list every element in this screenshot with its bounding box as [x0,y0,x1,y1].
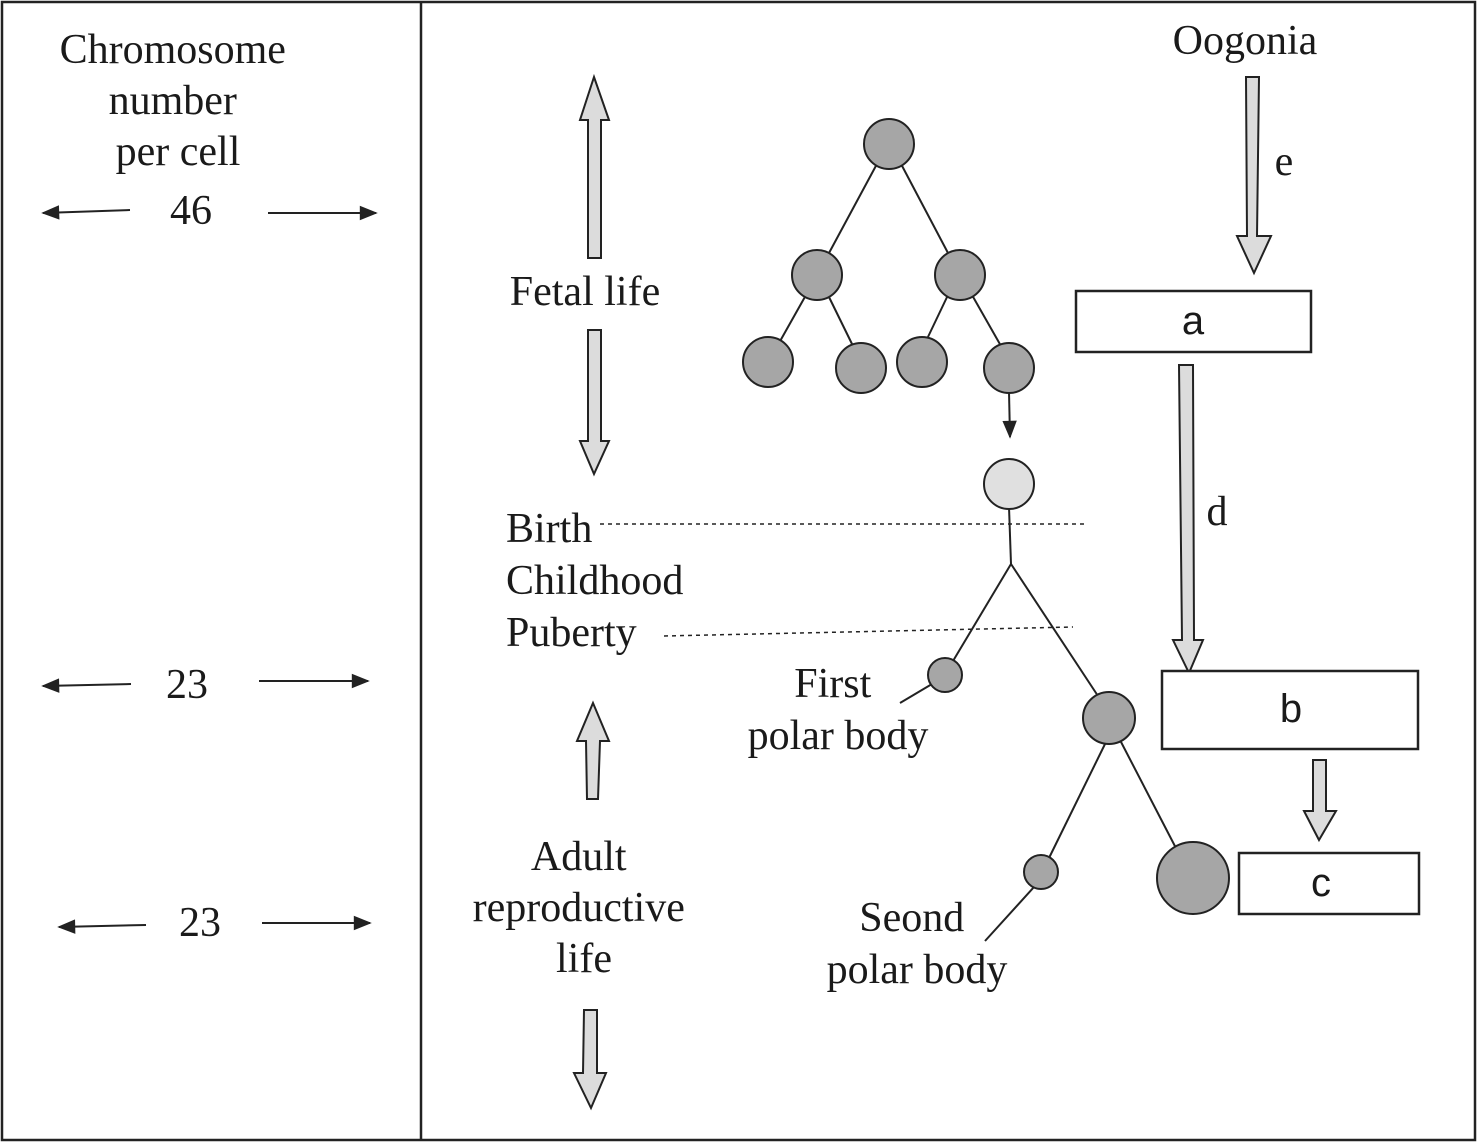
oogonia-label: Oogonia [1173,18,1318,64]
arrow-e [1235,76,1273,276]
arrow-d-label: d [1207,489,1228,535]
arrow-23b-left [57,919,147,934]
box-c-label: c [1311,861,1331,905]
adult-life-label: Adult reproductive life [473,834,696,982]
oogonium-cell-3d [983,342,1035,394]
arrow-e-label: e [1275,139,1294,185]
box-a-label: a [1182,299,1205,343]
chrom-23b-label: 23 [179,900,221,946]
chromosome-header-line-2: number [109,78,237,124]
first-polar-body-cell [927,657,963,693]
primary-oocyte-cell [983,458,1035,510]
oogonium-cell-2b [934,249,986,301]
childhood-label: Childhood [506,558,683,604]
first-polar-body-label: First polar body [748,661,929,759]
chromosome-header: Chromosome number per cell [60,27,297,175]
chromosome-header-line-3: per cell [116,129,241,175]
oogonium-cell-3b [835,342,887,394]
first-polar-body-line-1: First [794,661,871,707]
second-polar-body-cell [1023,854,1059,890]
birth-label: Birth [506,506,592,552]
puberty-label: Puberty [506,610,637,656]
fetal-arrow-up [578,73,611,259]
box-b [1160,669,1420,751]
fetal-life-label: Fetal life [510,269,660,315]
chromosome-header-line-1: Chromosome [60,27,286,73]
ovum-cell [1156,841,1230,915]
chrom-46-label: 46 [170,188,212,234]
box-a [1074,289,1313,354]
adult-arrow-down [572,1009,608,1111]
oogonium-cell-3c [896,336,948,388]
adult-life-line-1: Adult [531,834,627,880]
second-polar-body-line-1: Seond [859,895,964,941]
box-c [1237,851,1421,916]
fetal-arrow-down [578,329,611,477]
oogonium-cell-3a [742,336,794,388]
box-b-label: b [1280,687,1302,731]
chrom-23a-label: 23 [166,662,208,708]
arrow-23a-left [41,678,132,693]
adult-life-line-3: life [556,936,612,982]
second-polar-body-label: Seond polar body [827,895,1008,993]
oogonium-cell-2a [791,249,843,301]
puberty-dotted-line [663,626,1074,637]
second-polar-body-line-2: polar body [827,947,1008,993]
arrow-46-left [41,205,131,220]
adult-life-line-2: reproductive [473,885,685,931]
division-tree [778,161,1179,942]
first-polar-body-line-2: polar body [748,713,929,759]
arrow-b-to-c [1302,759,1338,843]
arrow-d [1171,364,1205,676]
adult-arrow-up [575,700,611,800]
oogonium-cell-1 [863,118,915,170]
secondary-oocyte-cell [1082,691,1136,745]
